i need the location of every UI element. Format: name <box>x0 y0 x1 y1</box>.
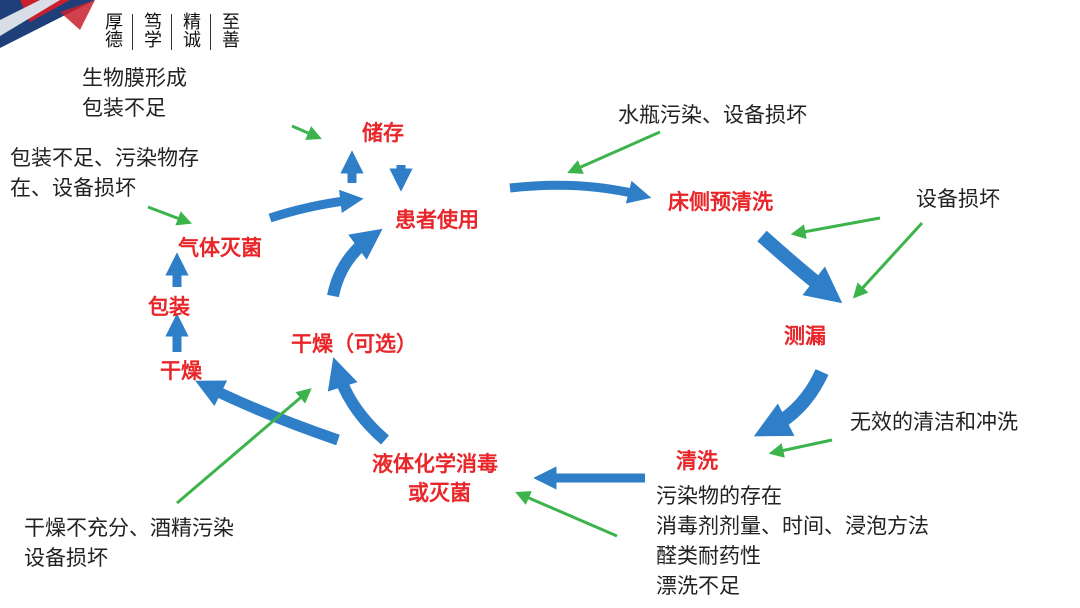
note-disinfect-line4: 漂洗不足 <box>656 574 740 598</box>
stage-package: 包装 <box>148 295 190 319</box>
arrow-disinfect-to-dry <box>195 380 340 446</box>
note-storage-line2: 包装不足 <box>82 96 166 120</box>
note-disinfect-line2: 消毒剂剂量、时间、浸泡方法 <box>656 514 929 538</box>
stage-bedside-preclean: 床侧预清洗 <box>668 190 773 214</box>
motto-char-1: 厚德 <box>104 14 133 50</box>
green-arrow-leak-1 <box>790 216 881 240</box>
stage-cleaning: 清洗 <box>676 449 718 473</box>
green-arrow-leak-2 <box>852 221 924 299</box>
arrow-use-to-preclean <box>509 180 652 204</box>
stage-leak-test: 测漏 <box>784 324 826 348</box>
note-disinfect-line1: 污染物的存在 <box>656 484 782 508</box>
arrow-disinfect-to-optdry <box>327 357 389 445</box>
note-leak-risk: 设备损坏 <box>916 187 1000 211</box>
arrow-leak-to-clean <box>753 369 829 437</box>
logo-corner <box>0 0 95 48</box>
note-clean-risk: 无效的清洁和冲洗 <box>850 410 1018 434</box>
stage-dry: 干燥 <box>160 359 202 383</box>
motto: 厚德 笃学 精诚 至善 <box>104 14 249 50</box>
note-storage-line1: 生物膜形成 <box>82 66 187 90</box>
note-gas-risk: 包装不足、污染物存 在、设备损坏 <box>10 143 199 203</box>
stage-liquid-disinfect-line2: 或灭菌 <box>408 481 471 505</box>
stage-liquid-disinfect-line1: 液体化学消毒 <box>372 452 498 476</box>
arrow-preclean-to-leak <box>757 230 843 304</box>
green-arrow-disinfect <box>515 491 618 538</box>
note-gas-line2: 在、设备损坏 <box>10 176 136 200</box>
stage-gas-sterilize: 气体灭菌 <box>178 236 262 260</box>
note-disinfect-risk: 污染物的存在 消毒剂剂量、时间、浸泡方法 醛类耐药性 漂洗不足 <box>656 481 929 601</box>
arrow-optdry-to-use <box>327 228 383 298</box>
stage-storage: 储存 <box>362 121 404 145</box>
note-gas-line1: 包装不足、污染物存 <box>10 146 199 170</box>
motto-char-3: 精诚 <box>182 14 211 50</box>
note-dry-line1: 干燥不充分、酒精污染 <box>24 516 234 540</box>
note-preclean-risk: 水瓶污染、设备损坏 <box>618 103 807 127</box>
green-arrow-clean <box>768 438 833 458</box>
stage-optional-dry: 干燥（可选） <box>291 332 417 356</box>
note-disinfect-line3: 醛类耐药性 <box>656 544 761 568</box>
motto-char-2: 笃学 <box>143 14 172 50</box>
green-arrow-storage <box>291 124 322 140</box>
note-dry-line2: 设备损坏 <box>24 546 108 570</box>
arrow-gas-to-use <box>268 189 364 223</box>
note-dry-risk: 干燥不充分、酒精污染 设备损坏 <box>24 513 234 573</box>
stage-patient-use: 患者使用 <box>395 208 479 232</box>
green-arrow-preclean <box>567 130 661 174</box>
note-storage-risk: 生物膜形成 包装不足 <box>82 63 187 123</box>
green-arrow-dry <box>176 388 312 505</box>
motto-char-4: 至善 <box>222 12 240 51</box>
green-arrow-gas <box>147 205 193 226</box>
